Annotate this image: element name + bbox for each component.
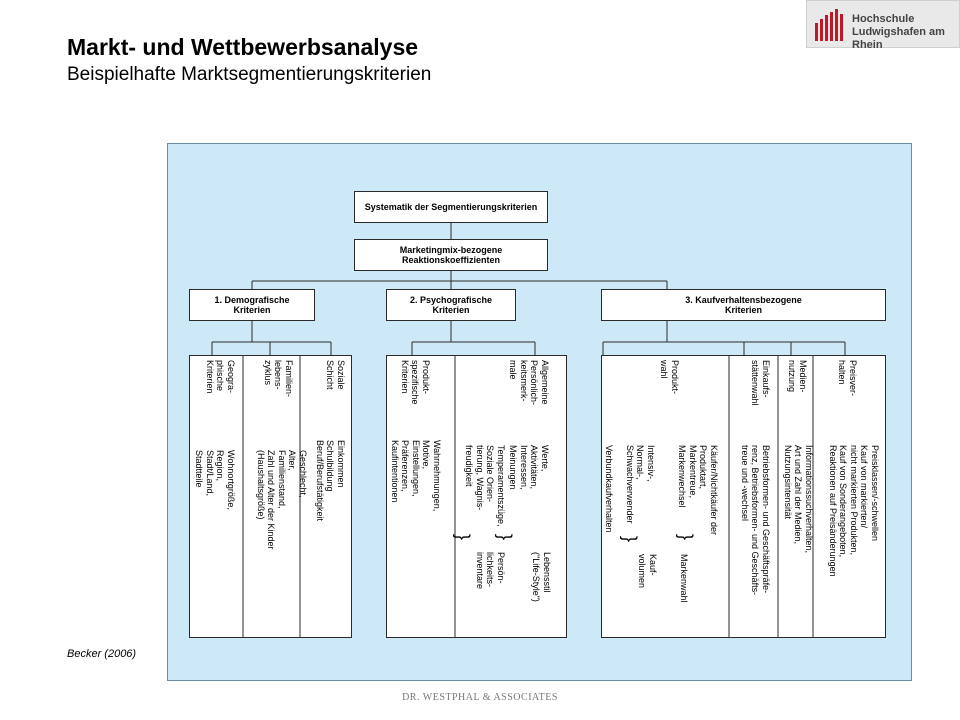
diagram-panel: Systematik der Segmentierungskriterien M… <box>167 143 912 681</box>
purchase-volume-brace-icon: } <box>620 536 640 543</box>
header-personality: Allgemeine Persönlich- keitsmerk- male <box>508 360 551 406</box>
logo-line-1: Hochschule <box>852 13 915 25</box>
header-product-choice: Produkt- wahl <box>659 360 681 395</box>
label-lifestyle: Lebensstil ("Life-Style") <box>531 552 553 602</box>
header-family-lifecycle: Familien- lebens- zyklus <box>263 360 294 398</box>
body-usage-intensity: Intensiv-, Normal-, Schwachverwender <box>625 445 656 524</box>
logo-line-2: Ludwigshafen am Rhein <box>852 26 945 51</box>
label-personality-inventories: Persön- lichkeits- inventare <box>475 552 506 590</box>
label-purchase-volume: Kauf- volumen <box>637 554 659 589</box>
university-logo: Hochschule Ludwigshafen am Rhein <box>806 0 960 51</box>
group-box-demographic: 1. Demografische Kriterien <box>189 289 315 321</box>
page-title: Markt- und Wettbewerbsanalyse <box>67 34 419 60</box>
body-product-specific: Wahrnehmungen, Motive, Einstellungen, Pr… <box>390 440 442 512</box>
logo-mark-icon <box>815 9 843 41</box>
body-lifestyle-values: Werte, Aktivitäten, Interessen, Meinunge… <box>508 445 551 490</box>
connector-lines <box>211 223 846 355</box>
header-product-specific: Produkt- spezifische Kriterien <box>400 360 431 405</box>
group-box-purchase-behavior: 3. Kaufverhaltensbezogene Kriterien <box>601 289 886 321</box>
root-box: Systematik der Segmentierungskriterien <box>354 191 548 223</box>
body-family-lifecycle: Geschlecht, Alter, Familienstand, Zahl u… <box>256 450 308 550</box>
body-brand-loyalty: Käufer/Nichtkäufer der Produktart, Marke… <box>677 445 720 536</box>
body-store-choice: Betriebsformen- und Geschäftspräfe- renz… <box>740 445 771 596</box>
body-social-class: Einkommen Schulbildung Beruf/Berufstätig… <box>315 440 346 522</box>
body-bundle-purchase: Verbundkaufverhalten <box>604 445 614 533</box>
lifestyle-brace-icon: } <box>495 534 515 541</box>
body-geographic: Wohnortgröße, Region, Stadt/Land, Stadtt… <box>194 450 237 510</box>
body-personality-traits: Temperamentszüge, Soziale Orien- tierung… <box>464 445 507 527</box>
page-subtitle: Beispielhafte Marktsegmentierungskriteri… <box>67 64 432 85</box>
column-dividers <box>242 355 814 638</box>
personality-brace-icon: } <box>453 534 473 541</box>
body-media-usage: Informationssuchverhalten, Art und Zahl … <box>783 445 814 554</box>
header-price-behavior: Preisver- halten <box>837 360 859 397</box>
column-psychographic <box>386 355 567 638</box>
label-brand-choice: Markenwahl <box>679 554 689 603</box>
header-social-class: Soziale Schicht <box>325 360 347 390</box>
logo-text: Hochschule Ludwigshafen am Rhein <box>852 13 959 52</box>
header-geographic: Geogra- phische Kriterien <box>205 360 236 394</box>
footer-text: DR. WESTPHAL & ASSOCIATES <box>402 692 558 703</box>
brand-choice-brace-icon: } <box>676 534 696 541</box>
reaction-coefficients-box: Marketingmix-bezogene Reaktionskoeffizie… <box>354 239 548 271</box>
header-store-choice: Einkaufs- stättenwahl <box>750 360 772 406</box>
column-purchase-behavior <box>601 355 886 638</box>
header-media-usage: Medien- nutzung <box>787 360 809 393</box>
group-box-psychographic: 2. Psychografische Kriterien <box>386 289 516 321</box>
column-demographic <box>189 355 352 638</box>
source-citation: Becker (2006) <box>67 648 137 660</box>
body-price-behavior: Preisklassen/-schwellen Kauf von markier… <box>828 445 880 577</box>
